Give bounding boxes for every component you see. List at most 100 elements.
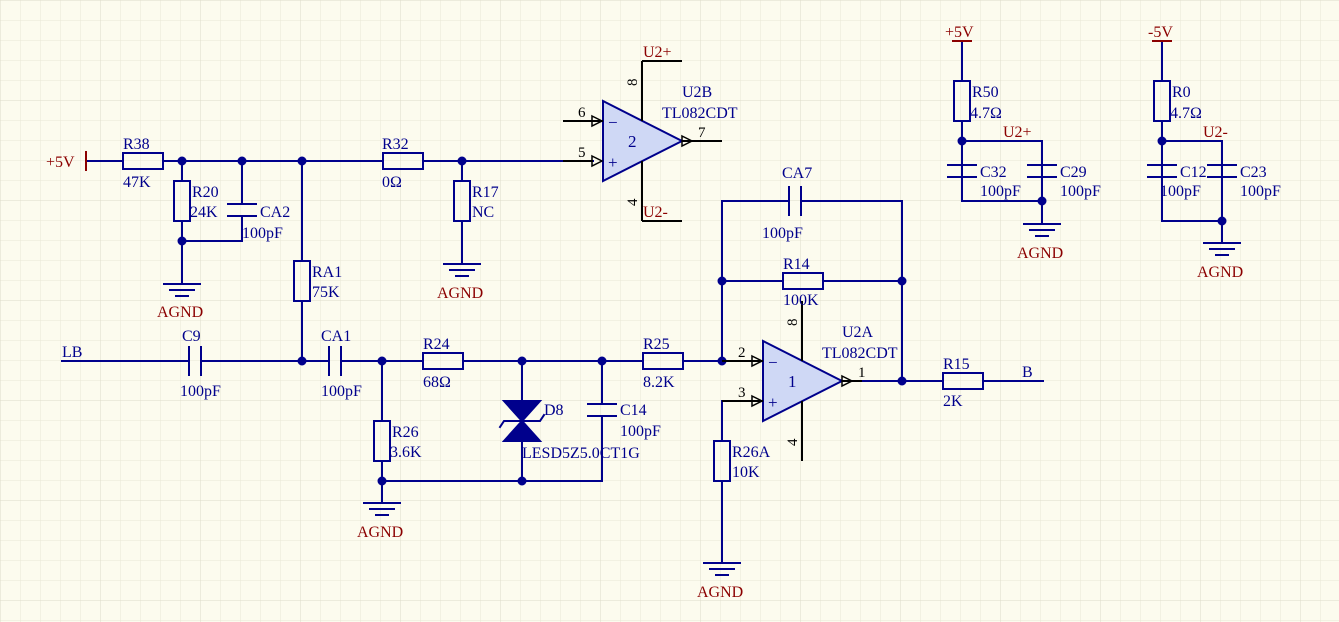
u2b-pin-inv: 6	[578, 105, 586, 121]
capacitor-c12[interactable]	[1147, 164, 1177, 178]
label-r15-ref: R15	[943, 356, 970, 373]
ground-icon	[363, 502, 401, 516]
capacitor-c32[interactable]	[947, 164, 977, 178]
label-c32-value: 100pF	[980, 183, 1021, 200]
label-r38-ref: R38	[123, 136, 150, 153]
label-r24-value: 68Ω	[423, 374, 451, 391]
label-c14-ref: C14	[620, 402, 647, 419]
label-d8-value: LESD5Z5.0CT1G	[522, 445, 640, 462]
label-d8-ref: D8	[544, 402, 564, 419]
resistor-r14[interactable]	[782, 272, 824, 290]
opamp-u2b[interactable]	[563, 60, 722, 222]
u2a-pin-inv: 2	[738, 345, 746, 361]
resistor-ra1[interactable]	[293, 260, 311, 302]
label-ca1-value: 100pF	[321, 383, 362, 400]
label-ra1-value: 75K	[312, 284, 340, 301]
resistor-r38[interactable]	[122, 152, 164, 170]
u2a-pin-noninv: 3	[738, 385, 746, 401]
ground-symbols	[163, 223, 1241, 576]
label-ra1-ref: RA1	[312, 264, 342, 281]
net-label-agnd-r26a: AGND	[697, 584, 743, 601]
label-r15-value: 2K	[943, 393, 963, 410]
power-port-symbols	[85, 40, 1172, 171]
label-r26-value: 3.6K	[390, 444, 422, 461]
resistor-r15[interactable]	[942, 372, 984, 390]
label-r50-ref: R50	[972, 84, 999, 101]
label-c29-value: 100pF	[1060, 183, 1101, 200]
label-c14-value: 100pF	[620, 423, 661, 440]
label-c23-ref: C23	[1240, 164, 1267, 181]
label-u2a-ref: U2A	[842, 324, 874, 341]
label-r32-value: 0Ω	[382, 174, 402, 191]
u2b-plus-symbol: +	[608, 153, 618, 172]
junctions	[177, 136, 1227, 486]
label-c12-ref: C12	[1180, 164, 1207, 181]
capacitor-c23[interactable]	[1207, 164, 1237, 178]
ground-icon	[703, 542, 741, 576]
resistor-r25[interactable]	[642, 352, 684, 370]
label-ca7-value: 100pF	[762, 225, 803, 242]
u2a-plus-symbol: +	[768, 393, 778, 412]
label-u2a-unit: 1	[788, 372, 797, 391]
net-label-minus5v-rail: -5V	[1148, 24, 1173, 41]
label-u2b-ref: U2B	[682, 84, 712, 101]
label-r14-ref: R14	[783, 256, 810, 273]
label-r20-ref: R20	[192, 184, 219, 201]
resistor-r50[interactable]	[953, 80, 971, 122]
resistor-r24[interactable]	[422, 352, 464, 370]
label-c32-ref: C32	[980, 164, 1007, 181]
net-label-agnd-plus-rail: AGND	[1017, 245, 1063, 262]
resistor-r26a[interactable]	[713, 440, 731, 482]
label-r26a-value: 10K	[732, 464, 760, 481]
resistor-r20[interactable]	[173, 180, 191, 222]
capacitor-c9[interactable]	[188, 346, 202, 376]
net-label-plus5v-input: +5V	[46, 154, 75, 171]
u2b-pin-out: 7	[698, 125, 706, 141]
label-ca1-ref: CA1	[321, 328, 351, 345]
u2b-minus-symbol: −	[608, 113, 618, 132]
capacitor-ca7[interactable]	[788, 186, 802, 216]
label-r50-value: 4.7Ω	[970, 105, 1002, 122]
net-label-agnd-minus-rail: AGND	[1197, 264, 1243, 281]
ground-icon	[1203, 242, 1241, 256]
capacitor-ca2[interactable]	[227, 203, 257, 217]
label-r17-value: NC	[472, 204, 494, 221]
label-r20-value: 24K	[190, 204, 218, 221]
net-label-u2-minus-rail: U2-	[1203, 124, 1228, 141]
label-r14-value: 100K	[783, 292, 819, 309]
capacitor-c14[interactable]	[587, 403, 617, 417]
resistor-r0[interactable]	[1153, 80, 1171, 122]
label-u2a-part: TL082CDT	[822, 345, 898, 362]
resistor-r32[interactable]	[382, 152, 424, 170]
opamp-u2a[interactable]	[722, 301, 862, 461]
label-r38-value: 47K	[123, 174, 151, 191]
u2a-minus-symbol: −	[768, 353, 778, 372]
label-r24-ref: R24	[423, 336, 450, 353]
u2b-pin-noninv: 5	[578, 145, 586, 161]
capacitor-c29[interactable]	[1027, 164, 1057, 178]
label-r26a-ref: R26A	[732, 444, 771, 461]
net-label-u2-plus-rail: U2+	[1003, 124, 1032, 141]
label-r25-value: 8.2K	[643, 374, 675, 391]
net-label-b: B	[1022, 364, 1033, 381]
label-r17-ref: R17	[472, 184, 499, 201]
u2a-pin-vp: 8	[785, 319, 801, 327]
ground-icon	[1023, 223, 1061, 237]
resistor-r26[interactable]	[373, 420, 391, 462]
net-label-u2b-vplus: U2+	[643, 44, 672, 61]
net-label-agnd-r20: AGND	[157, 304, 203, 321]
capacitor-ca1[interactable]	[328, 346, 342, 376]
label-u2b-unit: 2	[628, 132, 637, 151]
resistor-r17[interactable]	[453, 180, 471, 222]
ground-icon	[443, 263, 481, 277]
label-r0-ref: R0	[1172, 84, 1191, 101]
u2b-pin-vm: 4	[625, 198, 641, 206]
label-r26-ref: R26	[392, 424, 419, 441]
label-c9-value: 100pF	[180, 383, 221, 400]
net-label-agnd-r26: AGND	[357, 524, 403, 541]
tvs-diode-d8[interactable]	[498, 400, 546, 442]
label-ca2-ref: CA2	[260, 204, 290, 221]
u2b-pin-vp: 8	[625, 79, 641, 87]
label-r0-value: 4.7Ω	[1170, 105, 1202, 122]
